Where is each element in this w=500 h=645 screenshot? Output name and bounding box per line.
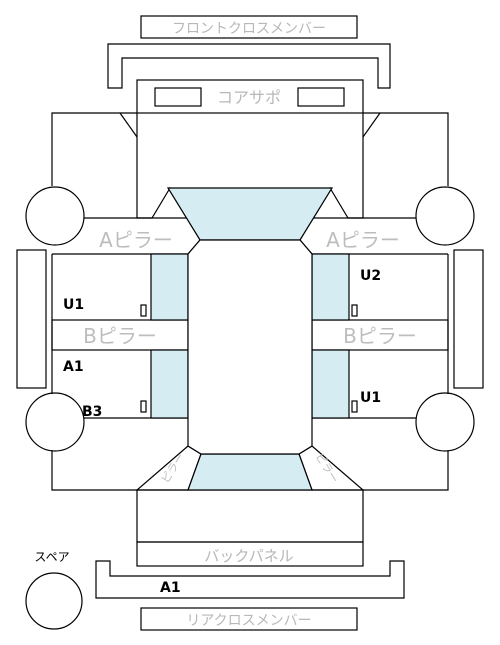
spare-label: スペア bbox=[34, 550, 69, 564]
core-support-right-slot bbox=[297, 87, 345, 107]
rear-cross-member-bracket bbox=[95, 560, 405, 599]
rear-left-wheel bbox=[25, 392, 85, 452]
front-cross-member-box bbox=[140, 15, 358, 39]
front-right-wheel bbox=[415, 186, 475, 246]
left-front-window bbox=[150, 253, 189, 321]
rear-window bbox=[187, 453, 313, 491]
left-front-fender bbox=[51, 112, 137, 186]
left-rear-window bbox=[150, 349, 189, 419]
cabin-roof bbox=[187, 239, 313, 455]
right-rear-window bbox=[311, 349, 350, 419]
spare-tire bbox=[25, 572, 83, 630]
core-support-box bbox=[136, 79, 364, 114]
mark-rear: A1 bbox=[160, 580, 181, 596]
front-cross-member-bracket bbox=[107, 43, 391, 89]
windshield bbox=[166, 187, 334, 241]
core-support-left-slot bbox=[154, 87, 202, 107]
b-pillar-right-label: Bピラー bbox=[343, 324, 417, 348]
rear-quarter-outline bbox=[51, 450, 449, 491]
a-pillar-left-label: Aピラー bbox=[99, 228, 173, 252]
back-panel-label: バックパネル bbox=[204, 547, 293, 565]
mark-left-middle: A1 bbox=[63, 359, 84, 375]
right-front-fender bbox=[363, 112, 449, 186]
right-fender-notch bbox=[362, 112, 381, 138]
marker-left-lower bbox=[140, 400, 147, 413]
mark-left-upper: U1 bbox=[63, 297, 84, 313]
left-fender-notch bbox=[119, 112, 138, 138]
front-cross-member-label: フロントクロスメンバー bbox=[172, 21, 326, 37]
marker-left-upper bbox=[140, 304, 147, 317]
back-panel-box bbox=[136, 541, 364, 567]
marker-right-lower bbox=[351, 400, 358, 413]
trunk-area bbox=[136, 489, 364, 543]
mark-left-lower: B3 bbox=[82, 404, 102, 420]
a-pillar-right-label: Aピラー bbox=[326, 228, 400, 252]
rear-cross-member-label: リアクロスメンバー bbox=[186, 613, 311, 629]
rear-cross-member-box bbox=[140, 607, 358, 631]
left-outer-panel bbox=[16, 249, 47, 389]
right-outer-panel bbox=[453, 249, 484, 389]
right-front-window bbox=[311, 253, 350, 321]
marker-right-upper bbox=[351, 304, 358, 317]
mark-right-upper: U2 bbox=[360, 268, 381, 284]
core-support-label: コアサポ bbox=[217, 88, 281, 107]
mark-right-lower: U1 bbox=[360, 390, 381, 406]
front-left-wheel bbox=[25, 186, 85, 246]
rear-right-wheel bbox=[415, 392, 475, 452]
b-pillar-left-label: Bピラー bbox=[83, 324, 157, 348]
